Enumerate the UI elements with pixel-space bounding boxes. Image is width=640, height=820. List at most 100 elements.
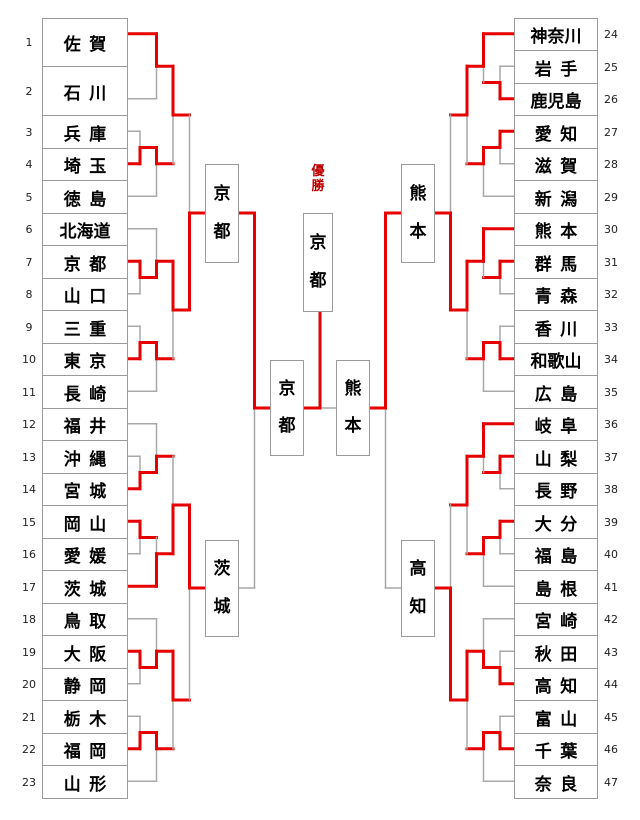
team-row: 13 沖 縄 <box>16 440 128 474</box>
team-name-box: 三 重 <box>42 310 128 344</box>
team-row: 8 山 口 <box>16 278 128 311</box>
team-row: 神奈川 24 <box>514 18 624 51</box>
team-row: 3 兵 庫 <box>16 115 128 149</box>
team-name-box: 宮 崎 <box>514 603 598 636</box>
seed-number: 35 <box>604 385 618 399</box>
team-row: 愛 知 27 <box>514 115 624 149</box>
seed-number: 8 <box>25 288 33 301</box>
seed-number: 46 <box>604 743 618 756</box>
team-name-box: 新 潟 <box>514 180 598 214</box>
team-row: 山 梨 37 <box>514 440 624 474</box>
seed-number: 34 <box>604 353 618 366</box>
seed-number: 29 <box>604 190 618 204</box>
team-row: 10 東 京 <box>16 343 128 376</box>
seed-number: 9 <box>25 320 33 334</box>
seed-number: 42 <box>604 613 618 626</box>
semifinalist-box-left-top: 京都 <box>205 164 239 263</box>
team-row: 熊 本 30 <box>514 213 624 246</box>
team-name-box: 大 阪 <box>42 635 128 669</box>
team-name-box: 北海道 <box>42 213 128 246</box>
seed-number: 47 <box>604 775 618 789</box>
team-name-box: 滋 賀 <box>514 148 598 181</box>
team-row: 秋 田 43 <box>514 635 624 669</box>
team-name-box: 宮 城 <box>42 473 128 506</box>
team-name-box: 岐 阜 <box>514 408 598 441</box>
team-row: 長 野 38 <box>514 473 624 506</box>
team-row: 鹿児島 26 <box>514 83 624 116</box>
finalist-box-right: 熊本 <box>336 360 370 456</box>
team-name-box: 秋 田 <box>514 635 598 669</box>
team-name-box: 佐 賀 <box>42 18 128 67</box>
team-row: 17 茨 城 <box>16 570 128 604</box>
team-name-box: 群 馬 <box>514 245 598 279</box>
team-name-box: 熊 本 <box>514 213 598 246</box>
team-name-box: 香 川 <box>514 310 598 344</box>
team-name-box: 愛 知 <box>514 115 598 149</box>
seed-number: 1 <box>25 36 33 49</box>
seed-number: 3 <box>25 125 33 139</box>
seed-number: 44 <box>604 678 618 691</box>
team-row: 広 島 35 <box>514 375 624 409</box>
team-name-box: 兵 庫 <box>42 115 128 149</box>
team-row: 23 山 形 <box>16 765 128 799</box>
semifinalist-box-right-top: 熊本 <box>401 164 435 263</box>
team-row: 4 埼 玉 <box>16 148 128 181</box>
team-name-box: 富 山 <box>514 700 598 734</box>
champion-label: 優勝 <box>311 164 325 194</box>
team-row: 22 福 岡 <box>16 733 128 766</box>
team-name-box: 沖 縄 <box>42 440 128 474</box>
team-row: 1 佐 賀 <box>16 18 128 67</box>
seed-number: 2 <box>25 84 33 98</box>
semifinalist-box-left-bottom: 茨城 <box>205 540 239 637</box>
team-name-box: 京 都 <box>42 245 128 279</box>
team-name-box: 山 口 <box>42 278 128 311</box>
team-name-box: 奈 良 <box>514 765 598 799</box>
seed-number: 26 <box>604 93 618 106</box>
team-row: 青 森 32 <box>514 278 624 311</box>
team-row: 20 静 岡 <box>16 668 128 701</box>
team-row: 7 京 都 <box>16 245 128 279</box>
team-name-box: 栃 木 <box>42 700 128 734</box>
team-row: 14 宮 城 <box>16 473 128 506</box>
team-row: 16 愛 媛 <box>16 538 128 571</box>
seed-number: 33 <box>604 320 618 334</box>
seed-number: 41 <box>604 580 618 594</box>
seed-number: 16 <box>22 548 36 561</box>
team-name-box: 岡 山 <box>42 505 128 539</box>
team-name-box: 山 梨 <box>514 440 598 474</box>
team-row: 19 大 阪 <box>16 635 128 669</box>
team-row: 群 馬 31 <box>514 245 624 279</box>
team-row: 2 石 川 <box>16 66 128 116</box>
team-row: 5 徳 島 <box>16 180 128 214</box>
team-name-box: 高 知 <box>514 668 598 701</box>
seed-number: 5 <box>25 190 33 204</box>
team-name-box: 福 島 <box>514 538 598 571</box>
team-name-box: 埼 玉 <box>42 148 128 181</box>
seed-number: 11 <box>22 385 36 399</box>
team-name-box: 山 形 <box>42 765 128 799</box>
team-name-box: 千 葉 <box>514 733 598 766</box>
team-row: 滋 賀 28 <box>514 148 624 181</box>
seed-number: 17 <box>22 580 36 594</box>
team-name-box: 福 岡 <box>42 733 128 766</box>
team-row: 福 島 40 <box>514 538 624 571</box>
team-name-box: 和歌山 <box>514 343 598 376</box>
team-name-box: 静 岡 <box>42 668 128 701</box>
team-row: 12 福 井 <box>16 408 128 441</box>
team-row: 香 川 33 <box>514 310 624 344</box>
team-name-box: 島 根 <box>514 570 598 604</box>
seed-number: 25 <box>604 60 618 74</box>
seed-number: 18 <box>22 613 36 626</box>
team-row: 18 鳥 取 <box>16 603 128 636</box>
team-row: 21 栃 木 <box>16 700 128 734</box>
team-row: 千 葉 46 <box>514 733 624 766</box>
team-row: 11 長 崎 <box>16 375 128 409</box>
team-name-box: 鳥 取 <box>42 603 128 636</box>
team-row: 岩 手 25 <box>514 50 624 84</box>
team-name-box: 広 島 <box>514 375 598 409</box>
team-row: 大 分 39 <box>514 505 624 539</box>
seed-number: 6 <box>25 223 33 236</box>
seed-number: 38 <box>604 483 618 496</box>
seed-number: 7 <box>25 255 33 269</box>
